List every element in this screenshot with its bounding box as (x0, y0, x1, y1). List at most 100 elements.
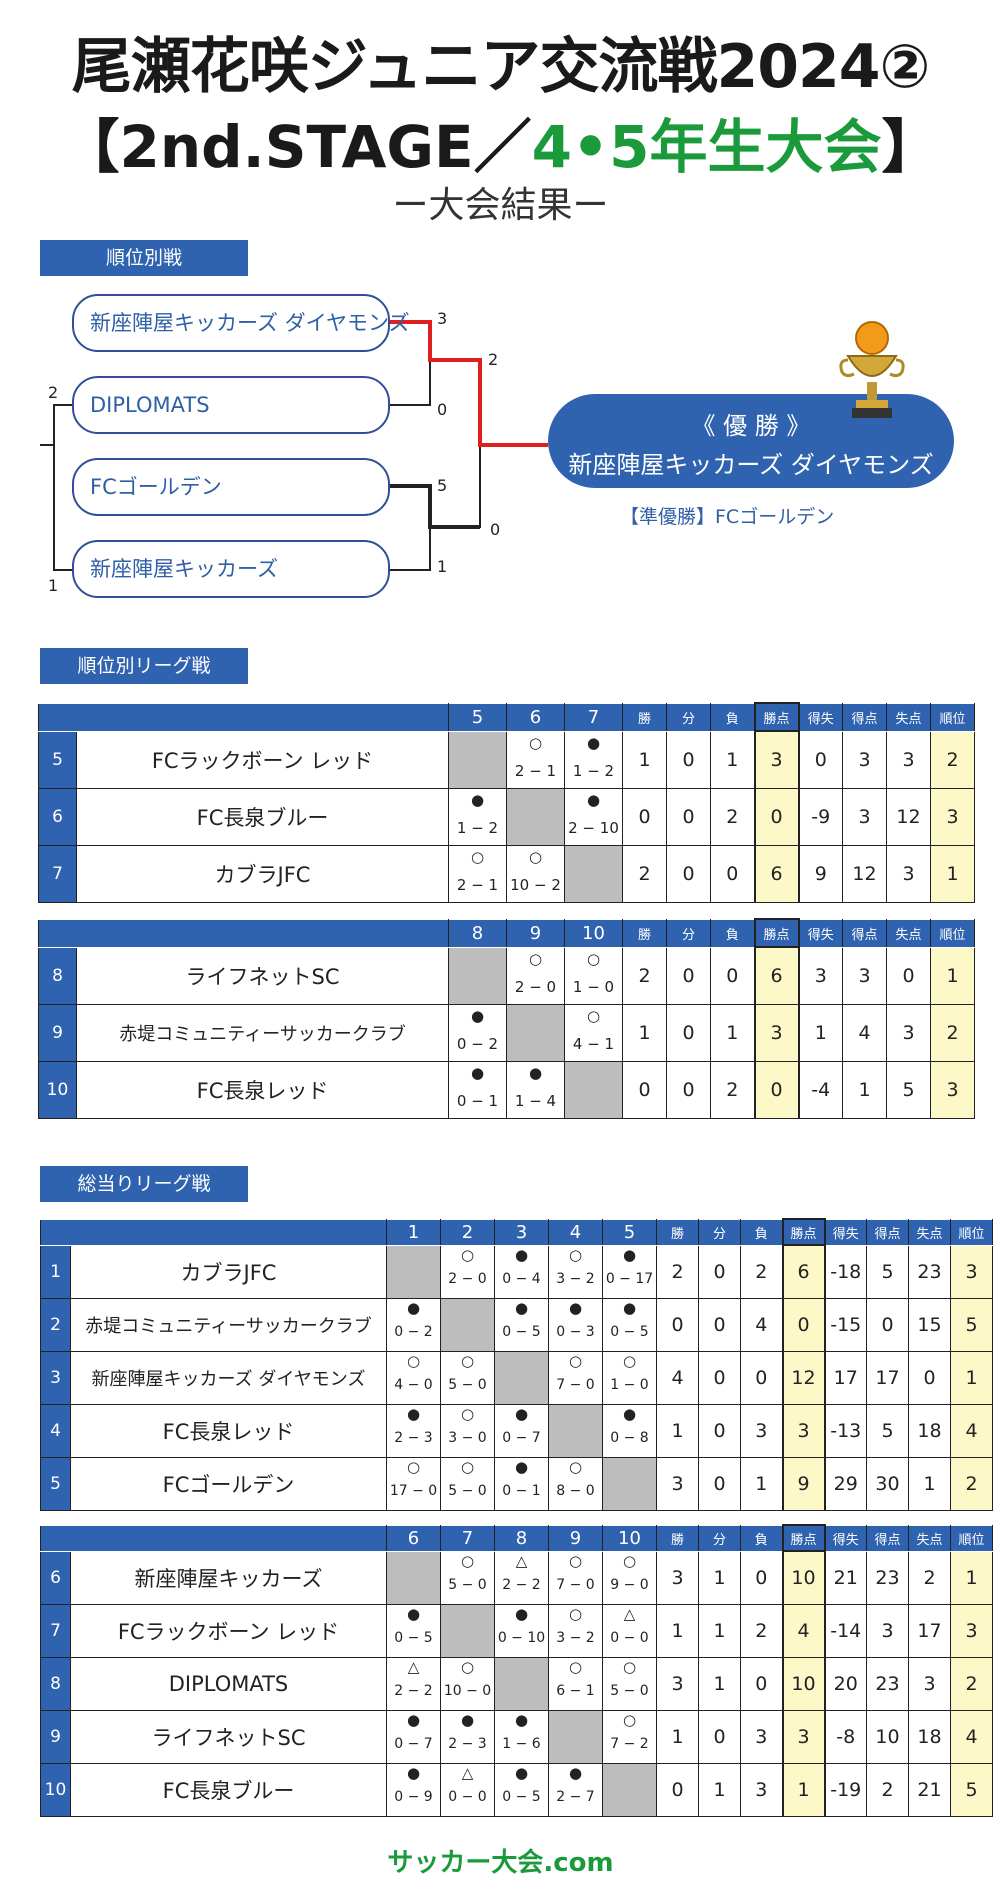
goal-diff-cell: 9 (798, 844, 843, 903)
points-cell: 3 (753, 730, 800, 789)
rank-cell: 2 (930, 1003, 975, 1062)
result-mark: ○ (460, 1404, 475, 1423)
rank-cell: 1 (930, 946, 975, 1005)
match-result: ○9 − 0 (602, 1550, 657, 1605)
rank-cell: 1 (950, 1350, 993, 1405)
team-name: FCラックボーン レッド (70, 1603, 387, 1658)
result-mark: ● (586, 790, 601, 809)
result-mark: ○ (460, 1657, 475, 1676)
result-mark: ● (514, 1710, 529, 1729)
match-score: 0 − 7 (394, 1735, 433, 1752)
result-mark: ● (622, 1404, 637, 1423)
losses-cell: 4 (740, 1297, 783, 1352)
goals-against-cell: 18 (908, 1709, 951, 1764)
team-number: 1 (40, 1244, 71, 1299)
match-score: 1 − 6 (502, 1735, 541, 1752)
result-mark: ● (528, 1063, 543, 1082)
result-mark: ● (568, 1298, 583, 1317)
result-mark: ○ (460, 1457, 475, 1476)
match-result: ○1 − 0 (564, 946, 623, 1005)
bracket-win-line-pair2 (390, 484, 480, 529)
rank-cell: 1 (930, 844, 975, 903)
team-name: カブラJFC (76, 844, 449, 903)
match-result: ○2 − 1 (448, 844, 507, 903)
match-result: ○2 − 0 (506, 946, 565, 1005)
draws-cell: 0 (666, 730, 711, 789)
column-header-stat: 負 (740, 1524, 783, 1552)
team-name: ライフネットSC (70, 1709, 387, 1764)
column-header-stat: 得失 (798, 918, 843, 948)
column-header-team: 6 (386, 1524, 441, 1552)
goals-against-cell: 17 (908, 1603, 951, 1658)
match-result: ●2 − 7 (548, 1762, 603, 1817)
team-name: FC長泉ブルー (76, 787, 449, 846)
match-result: ●0 − 5 (494, 1762, 549, 1817)
match-score: 1 − 2 (456, 818, 499, 837)
match-result: ○17 − 0 (386, 1456, 441, 1511)
result-mark: ○ (406, 1457, 421, 1476)
self-match-cell (494, 1350, 549, 1405)
bracket-score-2: 0 (437, 400, 448, 419)
match-score: 0 − 17 (605, 1270, 654, 1287)
match-result: ●0 − 2 (386, 1297, 441, 1352)
goal-diff-cell: -8 (824, 1709, 867, 1764)
points-cell: 0 (753, 787, 800, 846)
goals-for-cell: 3 (842, 946, 887, 1005)
result-mark: ○ (568, 1604, 583, 1623)
bracket-left-score-bottom: 1 (48, 576, 59, 595)
draws-cell: 0 (666, 787, 711, 846)
wins-cell: 4 (656, 1350, 699, 1405)
draws-cell: 0 (666, 1003, 711, 1062)
goal-diff-cell: 21 (824, 1550, 867, 1605)
losses-cell: 1 (740, 1456, 783, 1511)
column-header-stat: 勝 (622, 702, 667, 732)
match-result: ●0 − 5 (602, 1297, 657, 1352)
match-result: ●0 − 8 (602, 1403, 657, 1458)
goals-against-cell: 5 (886, 1060, 931, 1119)
team-name: FCゴールデン (70, 1456, 387, 1511)
match-score: 1 − 0 (572, 977, 615, 996)
self-match-cell (564, 844, 623, 903)
losses-cell: 2 (710, 1060, 755, 1119)
result-mark: ○ (568, 1657, 583, 1676)
match-score: 3 − 2 (556, 1629, 595, 1646)
goals-against-cell: 21 (908, 1762, 951, 1817)
goals-against-cell: 23 (908, 1244, 951, 1299)
goal-diff-cell: -19 (824, 1762, 867, 1817)
match-result: ●2 − 3 (386, 1403, 441, 1458)
draws-cell: 0 (698, 1709, 741, 1764)
match-result: ○5 − 0 (440, 1350, 495, 1405)
match-result: ●0 − 1 (494, 1456, 549, 1511)
goals-for-cell: 4 (842, 1003, 887, 1062)
rank-cell: 1 (950, 1550, 993, 1605)
bracket-team-4: 新座陣屋キッカーズ (72, 540, 390, 598)
team-name: DIPLOMATS (70, 1656, 387, 1711)
rank-cell: 4 (950, 1709, 993, 1764)
wins-cell: 0 (656, 1762, 699, 1817)
column-header-stat: 分 (666, 918, 711, 948)
team-number: 2 (40, 1297, 71, 1352)
match-score: 2 − 2 (502, 1576, 541, 1593)
self-match-cell (494, 1656, 549, 1711)
goals-against-cell: 3 (886, 730, 931, 789)
result-mark: ● (586, 733, 601, 752)
match-score: 0 − 1 (502, 1482, 541, 1499)
self-match-cell (602, 1456, 657, 1511)
team-name: FC長泉レッド (70, 1403, 387, 1458)
goals-for-cell: 23 (866, 1550, 909, 1605)
points-cell: 0 (753, 1060, 800, 1119)
header-blank (40, 1524, 387, 1552)
match-score: 0 − 9 (394, 1788, 433, 1805)
result-mark: ● (470, 1063, 485, 1082)
runner-up: 【準優勝】FCゴールデン (620, 506, 835, 528)
match-score: 5 − 0 (448, 1376, 487, 1393)
result-mark: ● (568, 1763, 583, 1782)
match-score: 7 − 0 (556, 1576, 595, 1593)
